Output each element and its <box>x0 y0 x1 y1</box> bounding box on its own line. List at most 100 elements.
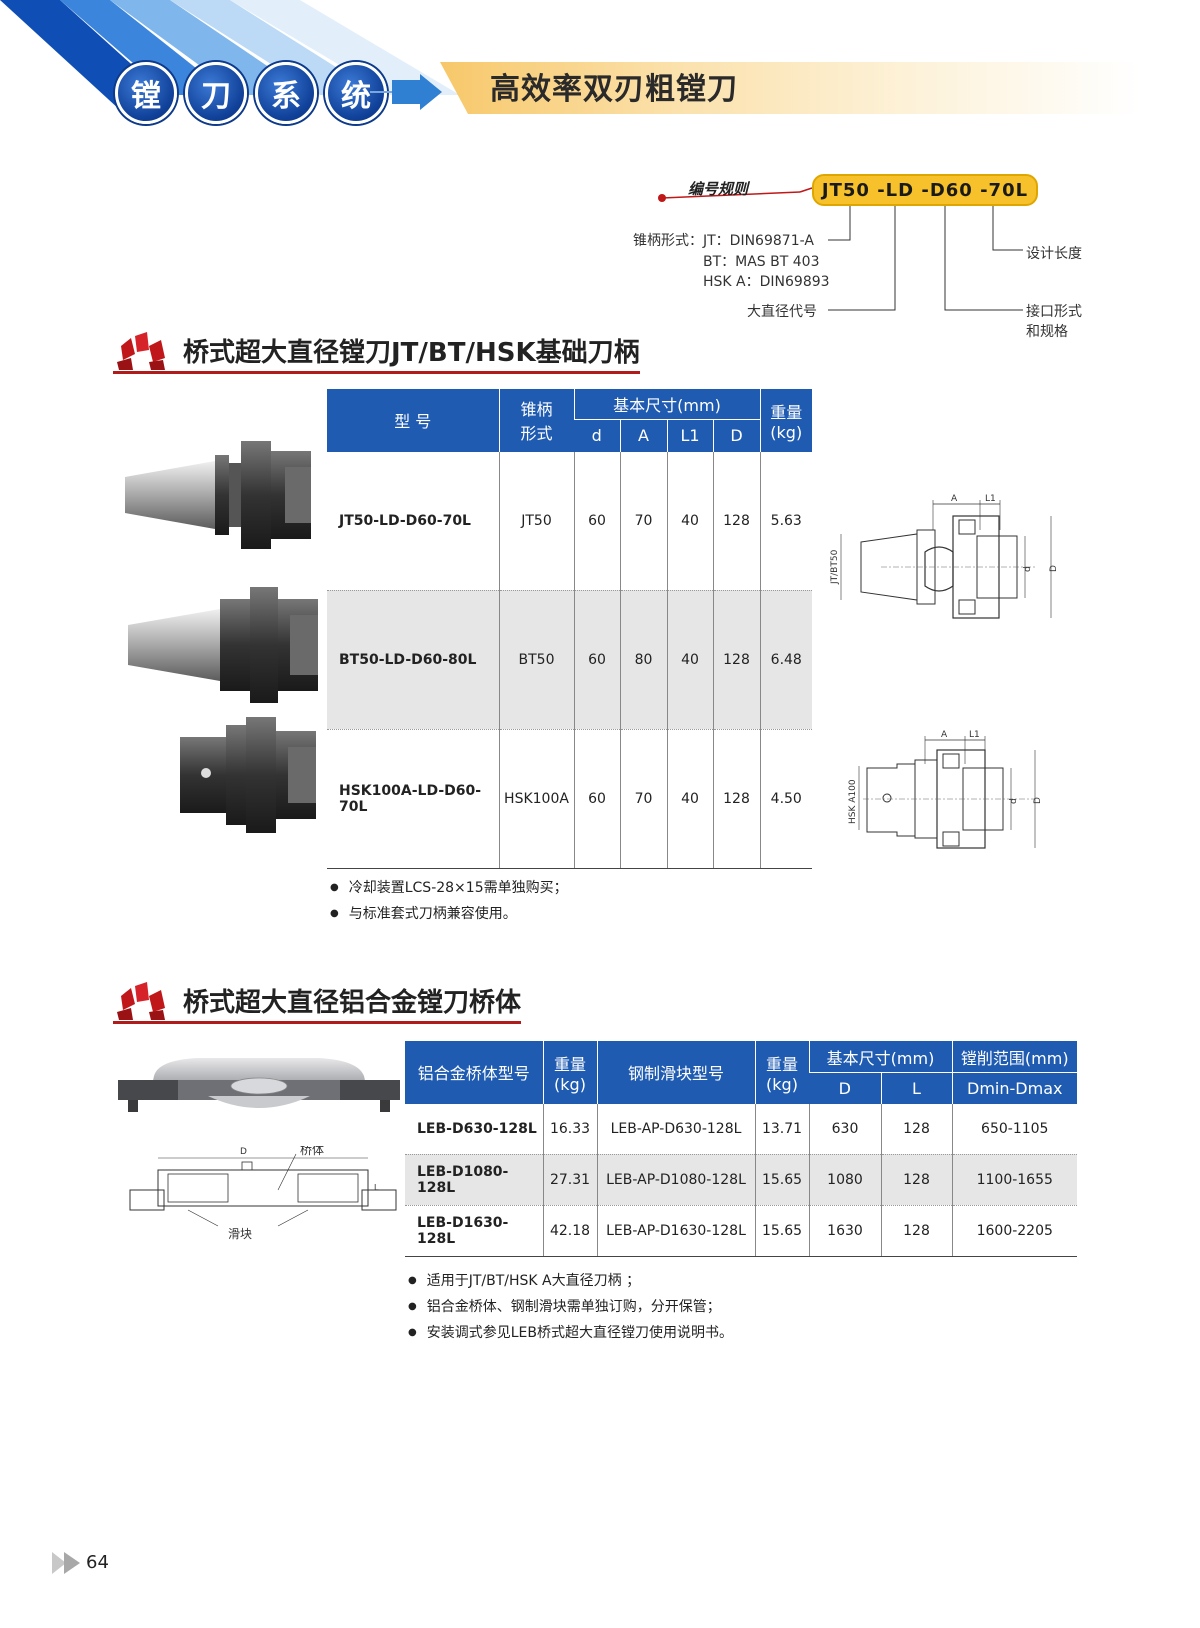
col-basic-size: 基本尺寸(mm) <box>573 388 760 420</box>
holder-spec-table: 型 号 锥柄形式 基本尺寸(mm) 重量(kg) d A L1 D JT50-L… <box>327 388 812 869</box>
cell-L: 128 <box>880 1103 952 1155</box>
arrow-right-icon <box>370 74 442 110</box>
cell-slider-weight: 15.65 <box>754 1154 809 1206</box>
cell-taper: BT50 <box>498 590 574 730</box>
cell-slider: LEB-AP-D1080-128L <box>596 1154 755 1206</box>
dim-d-label: d <box>1009 798 1019 804</box>
cell-model: LEB-D1630-128L <box>405 1205 543 1257</box>
section1-notes: 冷却装置LCS-28×15需单独购买； 与标准套式刀柄兼容使用。 <box>330 876 568 928</box>
cell-weight: 6.48 <box>759 590 812 730</box>
series-badges: 镗 刀 系 统 <box>115 62 387 124</box>
cell-D: 128 <box>712 729 760 869</box>
cell-A: 70 <box>619 451 667 591</box>
col-A: A <box>619 419 667 452</box>
cell-slider-weight: 15.65 <box>754 1205 809 1257</box>
cell-A: 70 <box>619 729 667 869</box>
col-D: D <box>712 419 760 452</box>
cell-L: 128 <box>880 1154 952 1206</box>
section2-title: 桥式超大直径铝合金镗刀桥体 <box>113 982 522 1024</box>
cell-taper: HSK100A <box>498 729 574 869</box>
note-item: 安装调式参见LEB桥式超大直径镗刀使用说明书。 <box>408 1321 733 1347</box>
cell-range: 1600-2205 <box>951 1205 1077 1257</box>
col-slider-weight: 重量(kg) <box>754 1040 809 1104</box>
big-diameter-code-text: 大直径代号 <box>747 304 817 320</box>
section2-header: 桥式超大直径铝合金镗刀桥体 <box>113 982 522 1024</box>
taper-bt-text: BT：MAS BT 403 <box>703 254 820 270</box>
cell-slider-weight: 13.71 <box>754 1103 809 1155</box>
note-item: 适用于JT/BT/HSK A大直径刀柄 ； <box>408 1269 733 1295</box>
cell-A: 80 <box>619 590 667 730</box>
numbering-rule-label: 编号规则 <box>688 180 749 198</box>
col-weight: 重量(kg) <box>759 388 812 452</box>
table-row: LEB-D1080-128L 27.31 LEB-AP-D1080-128L 1… <box>405 1154 1077 1206</box>
col-dmin-dmax: Dmin-Dmax <box>951 1072 1077 1104</box>
cell-d: 60 <box>573 590 620 730</box>
dim-side-label: HSK A100 <box>848 779 858 824</box>
dim-D-label: D <box>240 1147 247 1157</box>
cell-model: LEB-D1080-128L <box>405 1154 543 1206</box>
note-item: 冷却装置LCS-28×15需单独购买； <box>330 876 568 902</box>
interface-type-text: 接口形式 <box>1026 304 1082 320</box>
section1-title: 桥式超大直径镗刀JT/BT/HSK基础刀柄 <box>113 332 640 374</box>
design-length-text: 设计长度 <box>1026 246 1082 262</box>
cell-L1: 40 <box>666 729 713 869</box>
page-arrow-icon <box>52 1552 80 1574</box>
cell-D: 1080 <box>808 1154 881 1206</box>
taper-hsk-text: HSK A：DIN69893 <box>703 274 830 290</box>
section-icon <box>117 982 165 1020</box>
cell-weight: 27.31 <box>542 1154 597 1206</box>
cell-model: HSK100A-LD-D60-70L <box>327 729 499 869</box>
bt50-holder-image <box>128 587 318 703</box>
dim-L-label: L <box>374 1183 379 1192</box>
dim-d-label: d <box>1023 566 1033 572</box>
series-badge: 统 <box>325 62 387 124</box>
dim-D-label: D <box>1049 565 1059 572</box>
series-badge: 系 <box>255 62 317 124</box>
taper-type-text: 锥柄形式：JT：DIN69871-A <box>633 233 814 249</box>
table-row: JT50-LD-D60-70L JT50 60 70 40 128 5.63 <box>327 451 812 591</box>
cell-weight: 4.50 <box>759 729 812 869</box>
cell-model: JT50-LD-D60-70L <box>327 451 499 591</box>
bridge-body-image <box>118 1058 400 1112</box>
cell-weight: 16.33 <box>542 1103 597 1155</box>
cell-slider: LEB-AP-D630-128L <box>596 1103 755 1155</box>
interface-spec-text: 和规格 <box>1026 324 1068 340</box>
slider-label: 滑块 <box>228 1227 252 1241</box>
section2-notes: 适用于JT/BT/HSK A大直径刀柄 ； 铝合金桥体、钢制滑块需单独订购，分开… <box>408 1269 733 1347</box>
col-weight: 重量(kg) <box>542 1040 597 1104</box>
cell-d: 60 <box>573 451 620 591</box>
dim-D-label: D <box>1033 797 1043 804</box>
hsk-drawing: A L1 HSK A100 d D <box>848 730 1043 849</box>
cell-D: 1630 <box>808 1205 881 1257</box>
dim-A-label: A <box>941 730 948 740</box>
cell-range: 1100-1655 <box>951 1154 1077 1206</box>
cell-L1: 40 <box>666 451 713 591</box>
bridge-body-drawing: D 桥体 滑块 L <box>129 1146 397 1241</box>
note-item: 铝合金桥体、钢制滑块需单独订购，分开保管； <box>408 1295 733 1321</box>
cell-weight: 5.63 <box>759 451 812 591</box>
page-number: 64 <box>86 1552 109 1573</box>
dim-A-label: A <box>951 494 958 504</box>
col-D: D <box>809 1072 881 1104</box>
cell-D: 128 <box>712 590 760 730</box>
table-row: BT50-LD-D60-80L BT50 60 80 40 128 6.48 <box>327 590 812 730</box>
col-L1: L1 <box>666 419 713 452</box>
jt-bt-drawing: A L1 JT/BT50 d D <box>830 494 1059 619</box>
col-basic-size: 基本尺寸(mm) <box>808 1040 952 1073</box>
numbering-rule-code: JT50 -LD -D60 -70L <box>812 174 1038 206</box>
cell-taper: JT50 <box>498 451 574 591</box>
header-title-bar <box>440 62 1140 114</box>
cell-weight: 42.18 <box>542 1205 597 1257</box>
col-bridge-model: 铝合金桥体型号 <box>405 1040 543 1104</box>
table-row: LEB-D1630-128L 42.18 LEB-AP-D1630-128L 1… <box>405 1205 1077 1257</box>
table-row: HSK100A-LD-D60-70L HSK100A 60 70 40 128 … <box>327 729 812 869</box>
col-boring-range: 镗削范围(mm) <box>951 1040 1077 1073</box>
cell-D: 128 <box>712 451 760 591</box>
col-L: L <box>880 1072 952 1104</box>
dim-side-label: JT/BT50 <box>830 549 840 585</box>
section1-header: 桥式超大直径镗刀JT/BT/HSK基础刀柄 <box>113 332 640 374</box>
cell-D: 630 <box>808 1103 881 1155</box>
note-item: 与标准套式刀柄兼容使用。 <box>330 902 568 928</box>
table-row: LEB-D630-128L 16.33 LEB-AP-D630-128L 13.… <box>405 1103 1077 1155</box>
series-badge: 刀 <box>185 62 247 124</box>
